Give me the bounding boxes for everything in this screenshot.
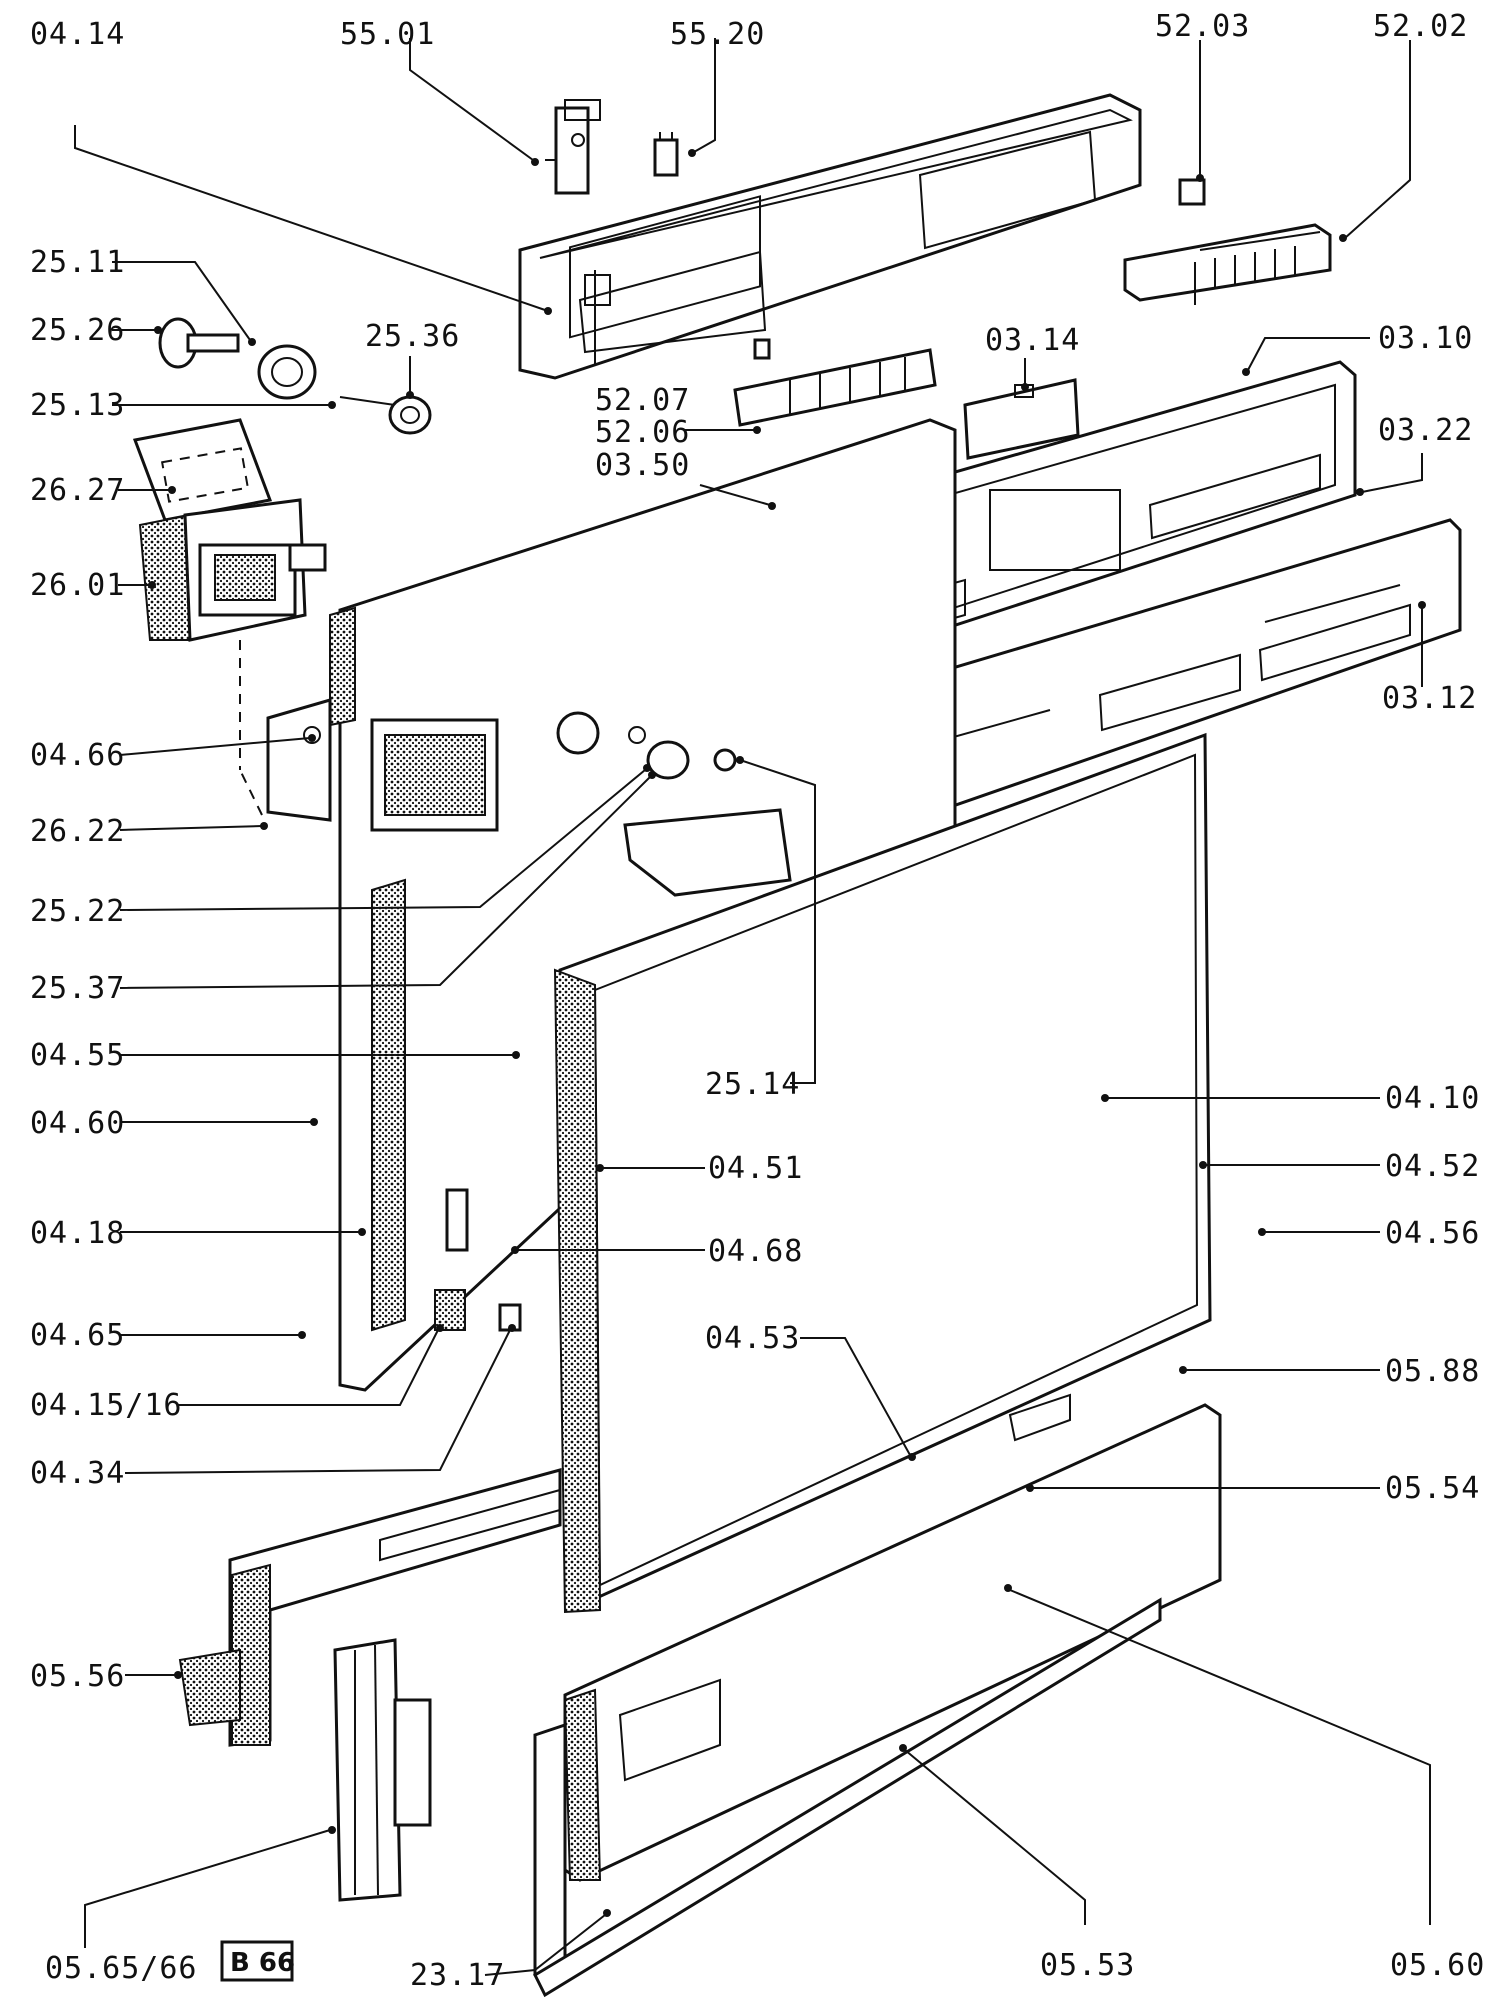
part-bracket-26-22 [239, 698, 332, 822]
label-04-56: 04.56 [1385, 1216, 1480, 1251]
part-program-selector [733, 338, 937, 427]
part-inner-door-04-18 [329, 418, 957, 1392]
part-labels: 04.14 55.01 55.20 52.03 52.02 25.11 25.2… [30, 9, 1485, 1993]
label-04-52: 04.52 [1385, 1149, 1480, 1184]
label-03-12: 03.12 [1382, 681, 1477, 716]
label-26-22: 26.22 [30, 814, 125, 849]
label-04-60: 04.60 [30, 1106, 125, 1141]
part-dispenser [132, 418, 327, 770]
label-03-10: 03.10 [1378, 321, 1473, 356]
label-04-14: 04.14 [30, 17, 125, 52]
label-05-88: 05.88 [1385, 1354, 1480, 1389]
figure-code-text: B 66 [230, 1948, 295, 1978]
leader-lines [74, 38, 1431, 1976]
label-52-02: 52.02 [1373, 9, 1468, 44]
part-plate-03-14 [963, 378, 1080, 460]
label-04-34: 04.34 [30, 1456, 125, 1491]
label-04-66: 04.66 [30, 738, 125, 773]
label-25-26: 25.26 [30, 313, 125, 348]
part-hinge-05-56 [178, 1468, 562, 1747]
label-05-54: 05.54 [1385, 1471, 1480, 1506]
figure-code-badge: B 66 [220, 1940, 295, 1982]
label-04-51: 04.51 [708, 1151, 803, 1186]
part-control-bracket [518, 93, 1142, 380]
part-hinge-plate-05-65 [333, 1638, 432, 1902]
label-04-55: 04.55 [30, 1038, 125, 1073]
label-25-14: 25.14 [705, 1067, 800, 1102]
label-05-56: 05.56 [30, 1659, 125, 1694]
part-door-panel-04-10 [553, 732, 1212, 1614]
label-52-06: 52.06 [595, 415, 690, 450]
label-25-11: 25.11 [30, 245, 125, 280]
part-drawings [132, 93, 1462, 1998]
label-05-53: 05.53 [1040, 1948, 1135, 1983]
part-switch-55-01 [545, 99, 601, 195]
label-55-20: 55.20 [670, 17, 765, 52]
label-04-10: 04.10 [1385, 1081, 1480, 1116]
label-25-37: 25.37 [30, 971, 125, 1006]
label-03-14: 03.14 [985, 323, 1080, 358]
label-25-13: 25.13 [30, 388, 125, 423]
label-25-22: 25.22 [30, 894, 125, 929]
label-04-18: 04.18 [30, 1216, 125, 1251]
label-52-07: 52.07 [595, 383, 690, 418]
part-switch-55-20 [653, 132, 679, 177]
label-04-68: 04.68 [708, 1234, 803, 1269]
label-23-17: 23.17 [410, 1958, 505, 1993]
label-26-27: 26.27 [30, 473, 125, 508]
label-05-65-66: 05.65/66 [45, 1951, 198, 1986]
part-knob-assembly [158, 317, 432, 435]
label-26-01: 26.01 [30, 568, 125, 603]
part-kick-panel [533, 1393, 1222, 1998]
label-03-50: 03.50 [595, 448, 690, 483]
label-03-22: 03.22 [1378, 413, 1473, 448]
label-04-15-16: 04.15/16 [30, 1388, 183, 1423]
label-55-01: 55.01 [340, 17, 435, 52]
label-25-36: 25.36 [365, 319, 460, 354]
part-switch-52-03 [1178, 178, 1206, 206]
label-05-60: 05.60 [1390, 1948, 1485, 1983]
label-04-53-upper: 04.53 [705, 1321, 800, 1356]
label-04-65: 04.65 [30, 1318, 125, 1353]
label-52-03: 52.03 [1155, 9, 1250, 44]
part-switch-block-52-02 [1123, 223, 1332, 305]
